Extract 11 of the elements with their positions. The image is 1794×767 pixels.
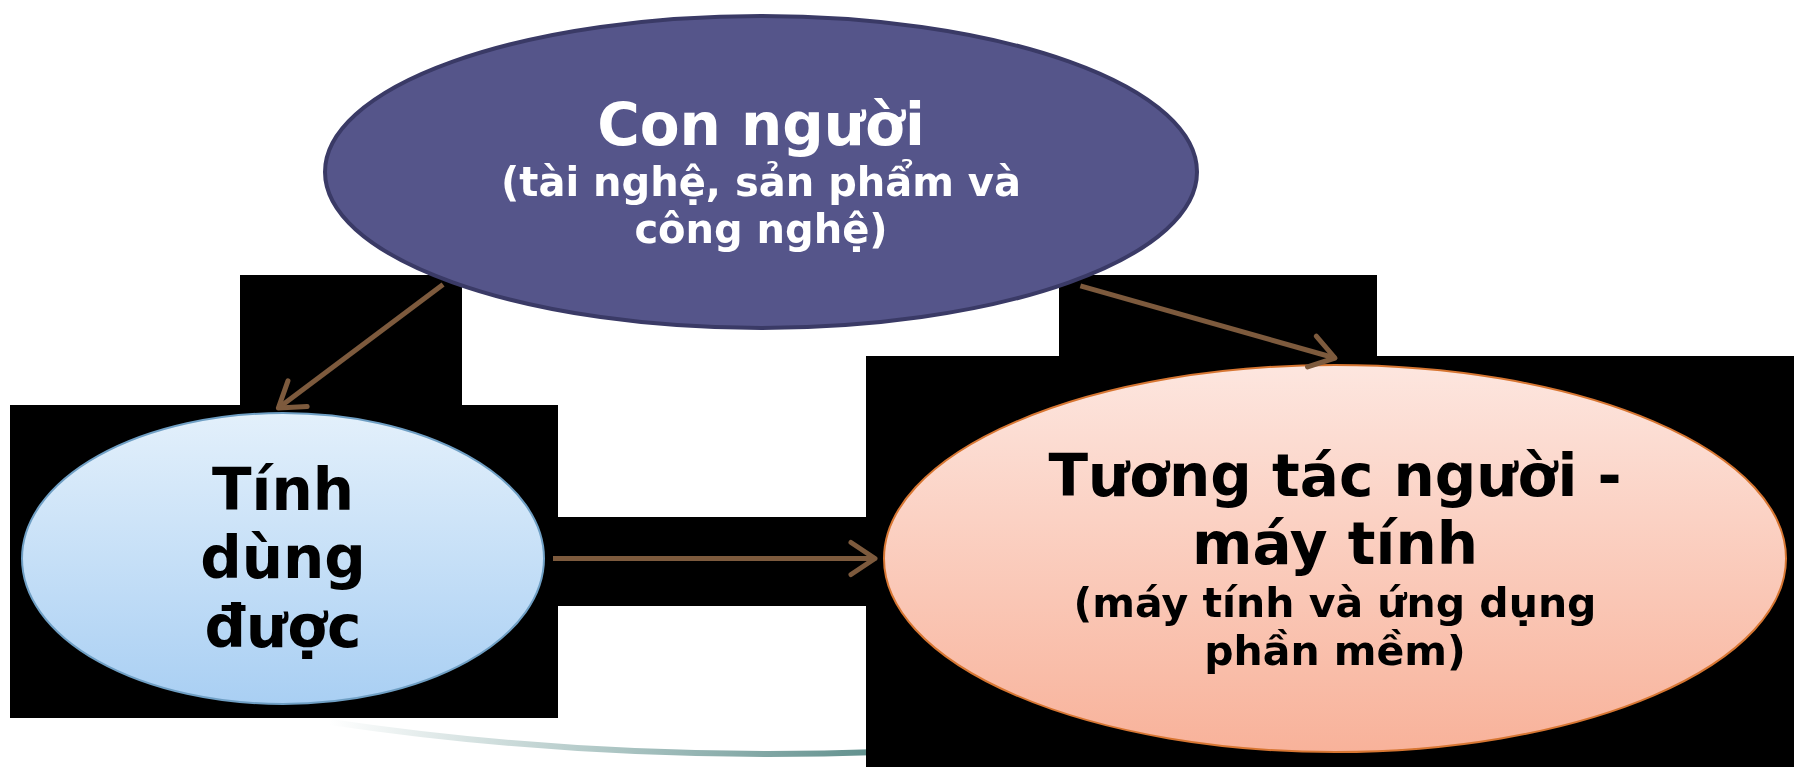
node-subtitle: (máy tính và ứng dụng phần mềm) bbox=[1072, 578, 1598, 676]
node-title: Tương tác người - máy tính bbox=[1047, 441, 1623, 579]
node-title: Con người bbox=[597, 90, 925, 159]
arrow bbox=[1079, 283, 1338, 370]
arrow bbox=[553, 540, 878, 577]
node-subtitle: (tài nghệ, sản phẩm và công nghệ) bbox=[500, 159, 1022, 254]
node-title: Tính dùng được bbox=[199, 455, 367, 662]
arrow bbox=[275, 282, 445, 411]
ellipse-node bbox=[21, 412, 545, 705]
ellipse-node bbox=[883, 364, 1787, 753]
ellipse-node bbox=[323, 14, 1199, 330]
